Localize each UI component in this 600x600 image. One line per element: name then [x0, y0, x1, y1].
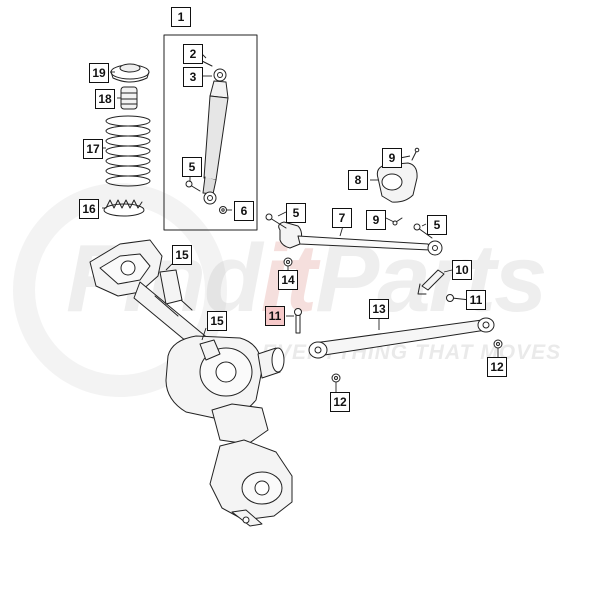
callout-19[interactable]: 19 — [89, 63, 109, 83]
bracket-8-part — [376, 162, 418, 203]
callout-5-left[interactable]: 5 — [286, 203, 306, 223]
callout-1[interactable]: 1 — [171, 7, 191, 27]
jounce-bumper-part — [120, 86, 138, 110]
nut-12-right-part — [493, 339, 503, 349]
callout-9-top[interactable]: 9 — [382, 148, 402, 168]
callout-16[interactable]: 16 — [79, 199, 99, 219]
callout-11-left[interactable]: 11 — [265, 306, 285, 326]
bolt-5-lower-part — [185, 180, 201, 192]
callout-13[interactable]: 13 — [369, 299, 389, 319]
callout-15-lower[interactable]: 15 — [207, 311, 227, 331]
screw-9-mid-part — [392, 217, 403, 226]
callout-14[interactable]: 14 — [278, 270, 298, 290]
front-axle-assembly-part — [89, 239, 293, 527]
shock-group-frame — [163, 34, 258, 231]
callout-18[interactable]: 18 — [95, 89, 115, 109]
bracket-10-part — [417, 269, 445, 295]
callout-8[interactable]: 8 — [348, 170, 368, 190]
callout-2[interactable]: 2 — [183, 44, 203, 64]
bolt-5-right-part — [413, 223, 433, 239]
callout-11-right[interactable]: 11 — [466, 290, 486, 310]
callout-5-shock[interactable]: 5 — [182, 157, 202, 177]
callout-6[interactable]: 6 — [234, 201, 254, 221]
lower-isolator-part — [103, 199, 145, 217]
callout-9-mid[interactable]: 9 — [366, 210, 386, 230]
bolt-5-left-part — [265, 213, 287, 229]
nut-12-left-part — [331, 373, 341, 383]
lower-control-arm-part — [308, 317, 495, 359]
shock-absorber-part — [202, 68, 229, 205]
screw-9-top-part — [411, 147, 420, 161]
nut-14-part — [283, 257, 293, 267]
callout-15-upper[interactable]: 15 — [172, 245, 192, 265]
coil-spring-part — [105, 115, 151, 187]
callout-5-right[interactable]: 5 — [427, 215, 447, 235]
upper-control-arm-part — [278, 221, 443, 256]
callout-12-left[interactable]: 12 — [330, 392, 350, 412]
callout-7[interactable]: 7 — [332, 208, 352, 228]
leader-lines — [102, 53, 499, 392]
callout-12-right[interactable]: 12 — [487, 357, 507, 377]
bolt-11-left-part — [294, 308, 302, 334]
callout-10[interactable]: 10 — [452, 260, 472, 280]
nut-6-part — [219, 206, 227, 214]
callout-17[interactable]: 17 — [83, 139, 103, 159]
callout-3[interactable]: 3 — [183, 67, 203, 87]
spring-isolator-part — [110, 63, 150, 83]
